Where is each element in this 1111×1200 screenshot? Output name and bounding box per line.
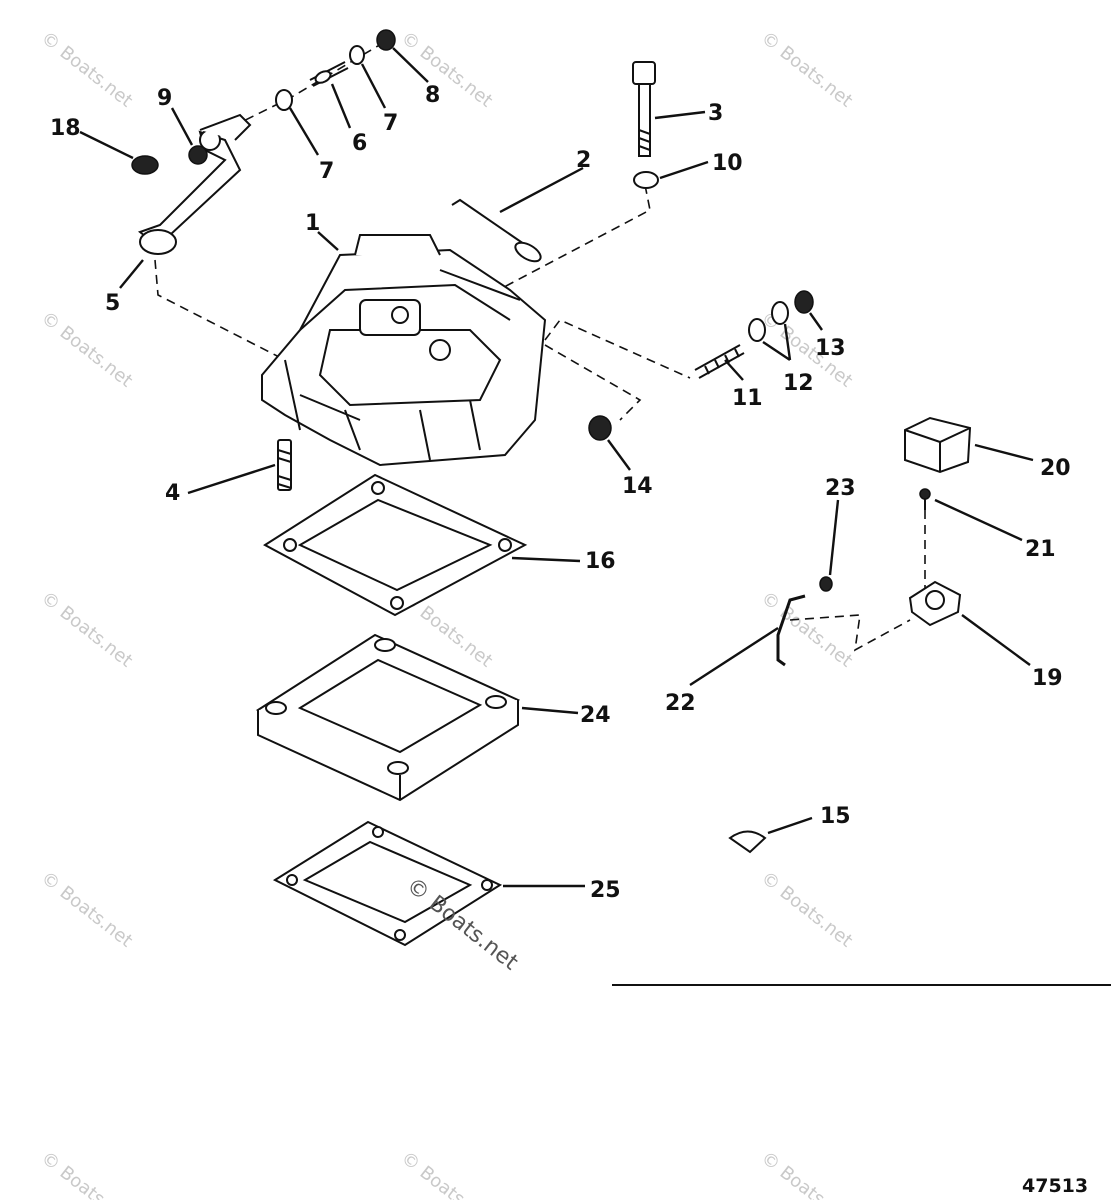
bolt	[632, 61, 656, 157]
callout-21: 21	[1025, 537, 1056, 562]
callout-25: 25	[590, 878, 621, 903]
watermark: © Boats.net	[37, 307, 136, 391]
gasket-upper	[263, 473, 528, 617]
rod	[776, 594, 806, 667]
watermark: © Boats.net	[37, 587, 136, 671]
watermarks: © Boats.net © Boats.net © Boats.net © Bo…	[37, 27, 856, 1200]
callout-2: 2	[576, 148, 591, 173]
leader-lines	[79, 47, 1034, 888]
carburetor-spacer	[255, 633, 521, 802]
watermark: © Boats.net	[37, 27, 136, 111]
choke-rod	[451, 198, 542, 263]
nut	[376, 29, 396, 51]
watermark: © Boats.net	[757, 27, 856, 111]
watermark: © Boats.net	[37, 1147, 136, 1200]
watermark: © Boats.net	[397, 27, 496, 111]
callout-7: 7	[319, 159, 334, 184]
washer	[275, 89, 293, 111]
watermark: © Boats.net	[37, 867, 136, 951]
mounting-stud	[694, 344, 745, 379]
callout-9: 9	[157, 86, 172, 111]
nut	[819, 576, 833, 592]
callout-23: 23	[825, 476, 856, 501]
callout-20: 20	[1040, 456, 1071, 481]
callout-19: 19	[1032, 666, 1063, 691]
washer	[748, 318, 766, 342]
lever-bushing	[131, 155, 159, 175]
washer	[633, 171, 659, 189]
callout-22: 22	[665, 691, 696, 716]
stud	[277, 439, 292, 491]
callout-3: 3	[708, 101, 723, 126]
callout-8: 8	[425, 83, 440, 108]
callout-12: 12	[783, 371, 814, 396]
bracket	[908, 580, 962, 627]
watermark: © Boats.net	[757, 1147, 856, 1200]
callout-13: 13	[815, 336, 846, 361]
callout-5: 5	[105, 291, 120, 316]
callout-4: 4	[165, 481, 180, 506]
carburetor-body	[261, 234, 547, 467]
callout-14: 14	[622, 474, 653, 499]
screw	[919, 488, 931, 510]
callout-15: 15	[820, 804, 851, 829]
cover	[904, 416, 972, 474]
washer	[771, 301, 789, 325]
watermark: © Boats.net	[397, 1147, 496, 1200]
callout-16: 16	[585, 549, 616, 574]
washer	[349, 45, 365, 65]
nut	[188, 145, 208, 165]
callout-10: 10	[712, 151, 743, 176]
plug	[728, 830, 767, 854]
watermark: © Boats.net	[757, 867, 856, 951]
callout-6: 6	[352, 131, 367, 156]
nut	[794, 290, 814, 314]
callout-24: 24	[580, 703, 611, 728]
callout-1: 1	[305, 211, 320, 236]
callout-7: 7	[383, 111, 398, 136]
gasket-lower	[272, 820, 503, 947]
watermark: © Boats.net	[757, 587, 856, 671]
nut	[588, 415, 612, 441]
throttle-lever	[137, 113, 252, 255]
callouts: 1 2 3 4 5 6 7 7 8 9 10 11 12 13 14 15 16…	[50, 83, 1071, 903]
link-pin	[309, 61, 349, 87]
callout-11: 11	[732, 386, 763, 411]
figure-number: 47513	[1022, 1175, 1088, 1197]
callout-18: 18	[50, 116, 81, 141]
